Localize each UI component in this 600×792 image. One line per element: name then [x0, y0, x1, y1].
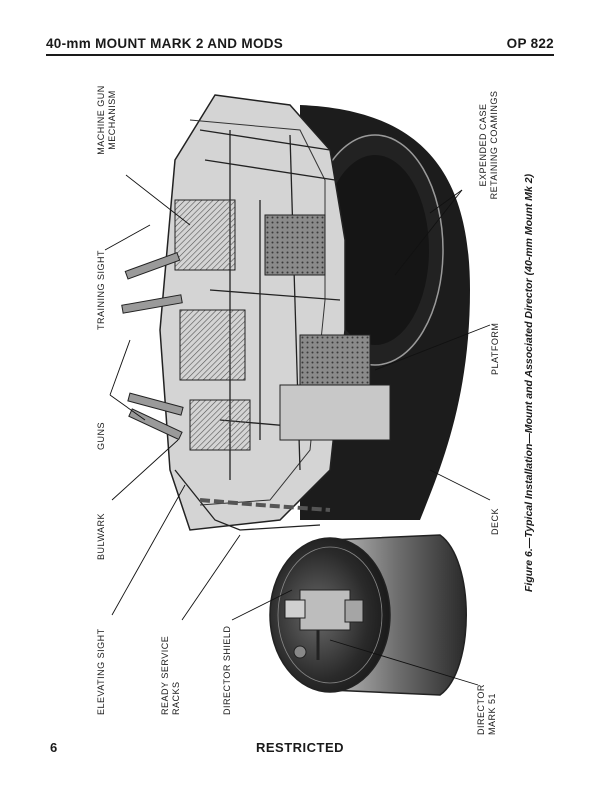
label-expended-case-retaining-coamings: EXPENDED CASE RETAINING COAMINGS	[478, 90, 500, 200]
label-director-mark-51: DIRECTOR MARK 51	[476, 675, 498, 735]
page-header: 40-mm MOUNT MARK 2 AND MODS OP 822	[46, 30, 554, 56]
platform-grating-upper	[264, 214, 326, 276]
classification-marking: RESTRICTED	[255, 740, 345, 755]
header-title: 40-mm MOUNT MARK 2 AND MODS	[46, 36, 284, 51]
label-machine-gun-mechanism: MACHINE GUN MECHANISM	[96, 80, 118, 160]
label-training-sight: TRAINING SIGHT	[96, 249, 106, 330]
page-number: 6	[50, 740, 58, 755]
label-ready-service-racks: READY SERVICE RACKS	[160, 635, 182, 715]
label-director-shield: DIRECTOR SHIELD	[222, 625, 232, 715]
figure-caption: Figure 6.—Typical Installation—Mount and…	[523, 173, 535, 592]
label-machine-gun-mechanism-text: MACHINE GUN MECHANISM	[96, 85, 117, 155]
label-guns: GUNS	[96, 421, 106, 450]
label-platform: PLATFORM	[490, 322, 500, 375]
director-mark-51	[284, 589, 364, 660]
label-deck: DECK	[490, 507, 500, 535]
gun-barrels	[121, 252, 184, 441]
label-expended-case-text: EXPENDED CASE RETAINING COAMINGS	[478, 90, 499, 200]
leader-lines	[104, 174, 491, 686]
label-ready-service-racks-text: READY SERVICE RACKS	[160, 635, 181, 715]
label-director-mark-51-text: DIRECTOR MARK 51	[476, 684, 497, 735]
label-elevating-sight: ELEVATING SIGHT	[96, 628, 106, 715]
header-doc-id: OP 822	[506, 36, 554, 51]
label-bulwark: BULWARK	[96, 512, 106, 560]
